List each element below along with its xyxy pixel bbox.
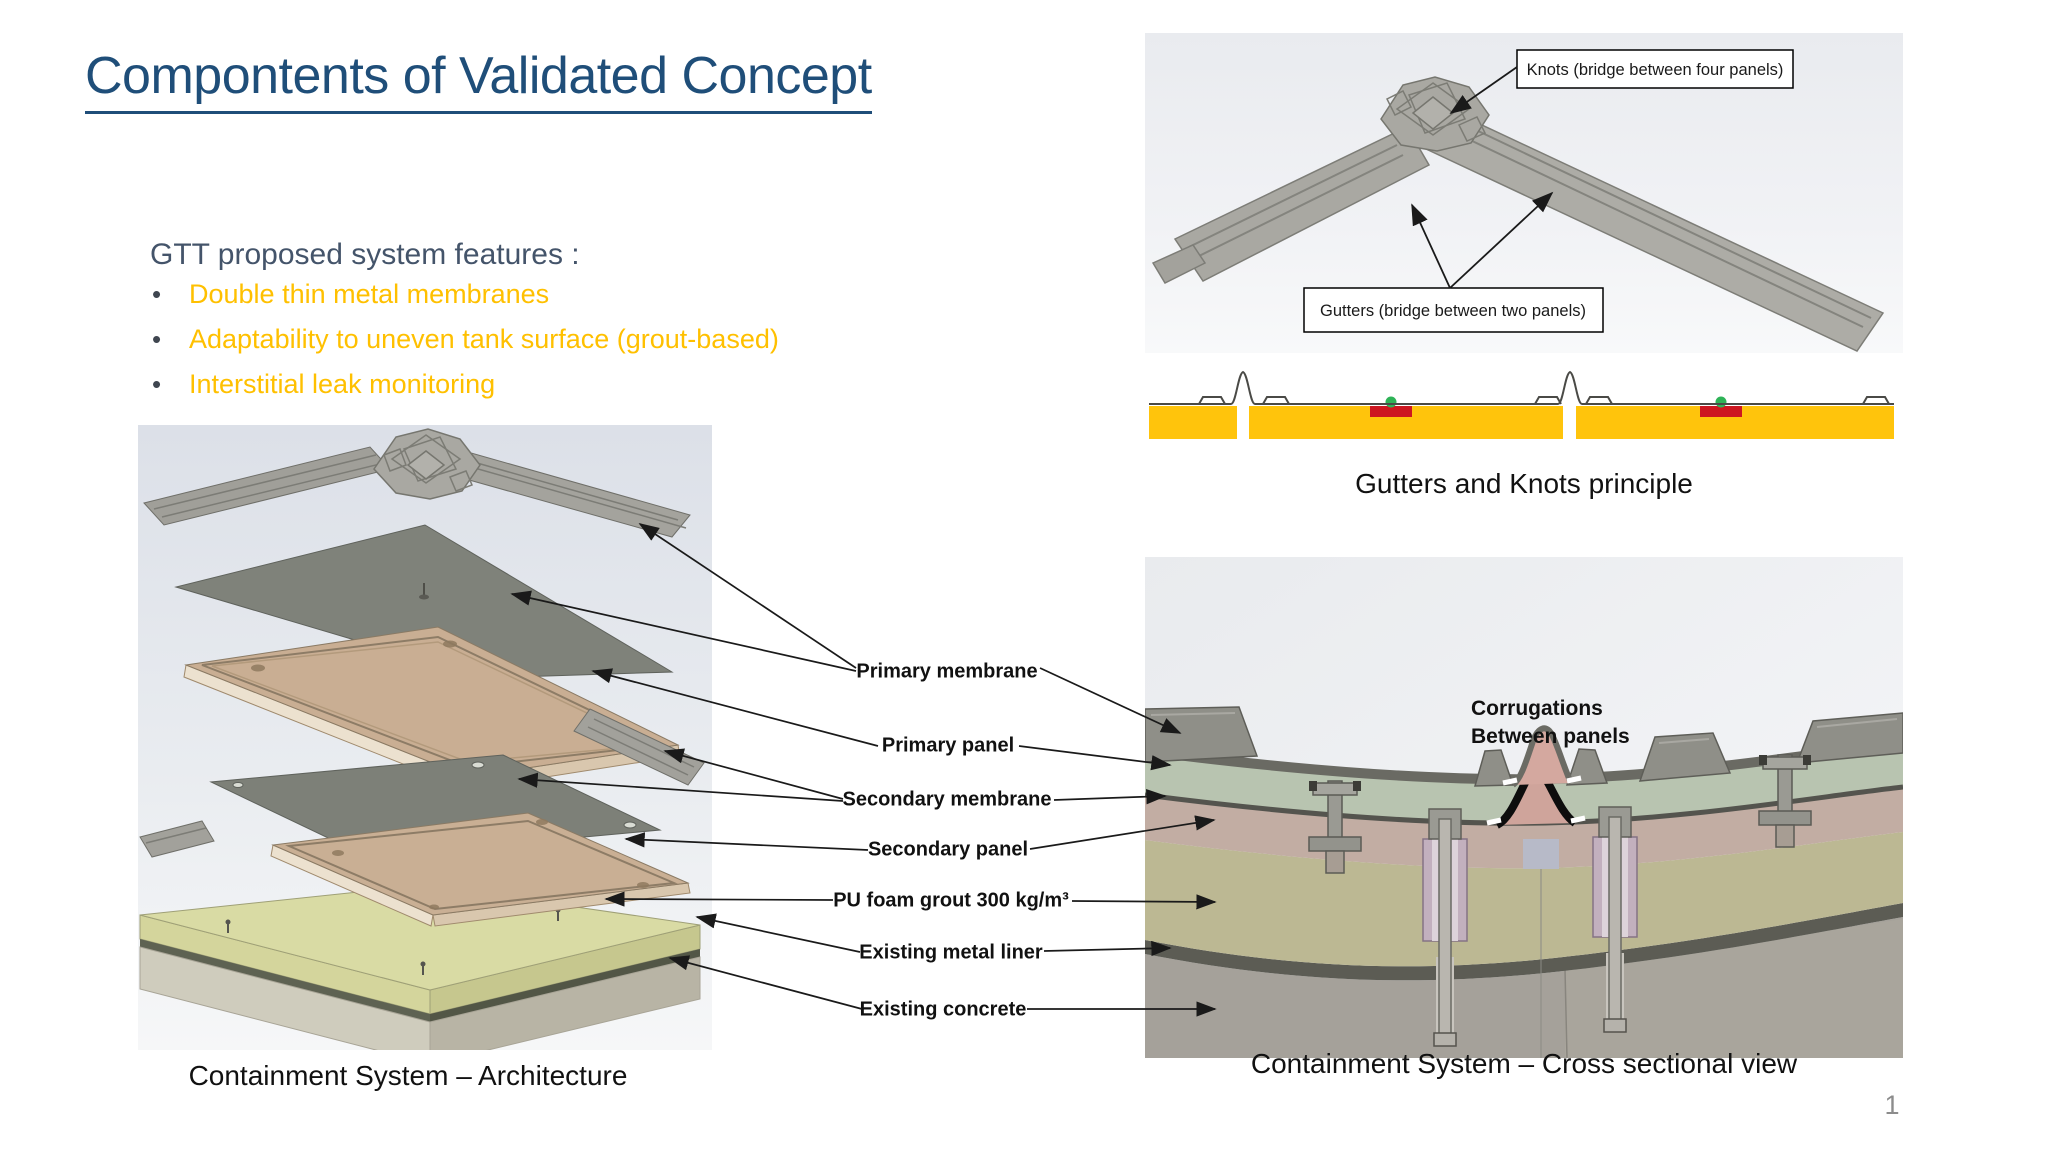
gutters-knots-caption: Gutters and Knots principle	[1355, 468, 1693, 499]
label-pu-foam-grout: PU foam grout 300 kg/m³	[833, 889, 1069, 912]
page-title: Compontents of Validated Concept	[85, 46, 872, 114]
label-secondary-panel: Secondary panel	[867, 838, 1029, 861]
bullet-text: Adaptability to uneven tank surface (gro…	[189, 324, 779, 354]
gutters-arrow-right	[1449, 191, 1554, 289]
bullet-icon: •	[152, 279, 162, 309]
label-existing-concrete: Existing concrete	[859, 998, 1027, 1021]
list-item: • Adaptability to uneven tank surface (g…	[152, 323, 779, 355]
knots-arrow	[1449, 66, 1518, 115]
corrugations-label-line1: Corrugations	[1471, 697, 1603, 720]
bullet-text: Interstitial leak monitoring	[189, 369, 496, 399]
label-primary-panel: Primary panel	[881, 734, 1015, 757]
label-existing-metal-liner: Existing metal liner	[859, 941, 1043, 964]
bullet-icon: •	[152, 324, 162, 354]
sensor-dot	[1385, 396, 1397, 408]
features-list: • Double thin metal membranes • Adaptabi…	[152, 278, 779, 413]
bullet-text: Double thin metal membranes	[189, 279, 550, 309]
gutters-arrow-left	[1411, 203, 1451, 289]
label-primary-membrane: Primary membrane	[856, 660, 1038, 683]
architecture-exploded-image	[138, 425, 712, 1050]
cross-section-image: Corrugations Between panels	[1145, 557, 1903, 1058]
bullet-icon: •	[152, 369, 162, 399]
gutters-knots-principle-strip	[1145, 362, 1903, 442]
cross-section-caption: Containment System – Cross sectional vie…	[1250, 1048, 1798, 1079]
label-secondary-membrane: Secondary membrane	[842, 788, 1052, 811]
leak-sensor-pad	[1370, 406, 1412, 417]
knots-label-box	[1516, 49, 1794, 89]
gutters-label: Gutters (bridge between two panels)	[1320, 302, 1586, 320]
gutters-knots-image: Knots (bridge between four panels) Gutte…	[1145, 33, 1903, 353]
corrugations-label-line2: Between panels	[1471, 725, 1630, 748]
page-number: 1	[1884, 1090, 1900, 1120]
gutters-label-box	[1303, 287, 1604, 333]
list-item: • Double thin metal membranes	[152, 278, 779, 310]
leak-sensor-pad	[1700, 406, 1742, 417]
list-item: • Interstitial leak monitoring	[152, 368, 779, 400]
architecture-caption: Containment System – Architecture	[188, 1060, 628, 1091]
knots-label: Knots (bridge between four panels)	[1527, 61, 1784, 79]
sensor-dot	[1715, 396, 1727, 408]
features-heading: GTT proposed system features :	[150, 238, 580, 271]
